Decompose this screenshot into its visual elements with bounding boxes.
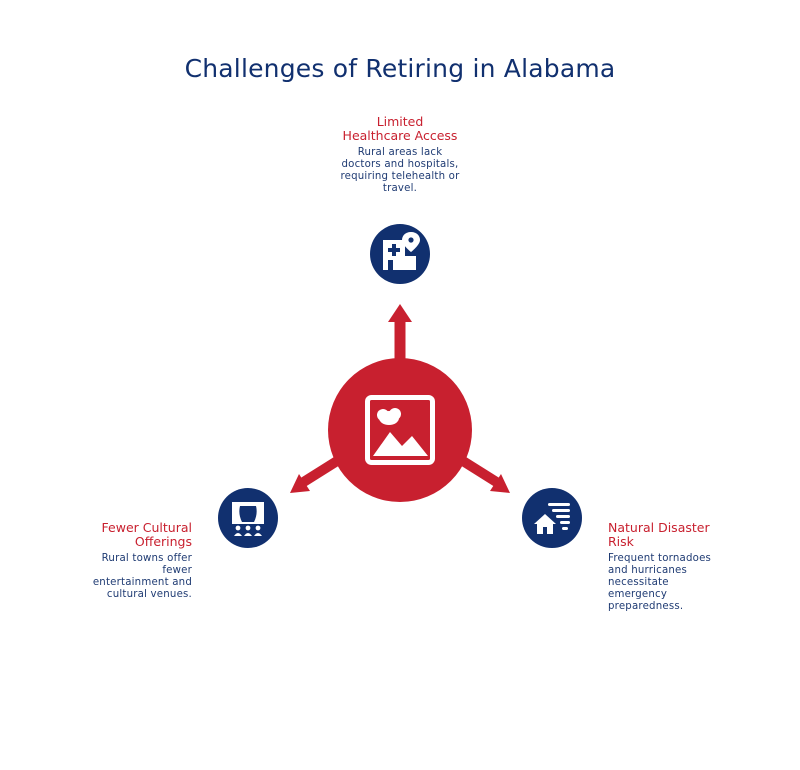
node-disaster xyxy=(522,488,582,548)
center-node xyxy=(328,358,472,502)
disaster-desc-line: emergency xyxy=(608,589,668,600)
image-placeholder-icon xyxy=(365,395,435,465)
disaster-heading: Natural Disaster Risk xyxy=(608,521,738,549)
house-wind-icon xyxy=(534,503,570,534)
healthcare-heading-line2: Healthcare Access xyxy=(342,128,458,143)
cultural-description: Rural towns offer fewer entertainment an… xyxy=(70,553,192,601)
healthcare-desc-line: travel. xyxy=(382,183,418,194)
cultural-desc-line: cultural venues. xyxy=(106,589,192,600)
disaster-desc-line: preparedness. xyxy=(608,601,684,612)
hospital-location-icon xyxy=(383,232,420,270)
node-cultural xyxy=(218,488,278,548)
disaster-desc-line: necessitate xyxy=(608,577,669,588)
theater-stage-icon xyxy=(232,502,264,536)
cultural-label: Fewer Cultural Offerings Rural towns off… xyxy=(70,521,192,601)
arrow-up xyxy=(388,304,412,360)
node-healthcare xyxy=(370,224,430,284)
cultural-heading: Fewer Cultural Offerings xyxy=(70,521,192,549)
cultural-heading-line2: Offerings xyxy=(134,534,192,549)
cultural-desc-line: entertainment and xyxy=(92,577,192,588)
disaster-description: Frequent tornadoes and hurricanes necess… xyxy=(608,553,738,613)
page-title: Challenges of Retiring in Alabama xyxy=(184,54,616,83)
healthcare-label: Limited Healthcare Access Rural areas la… xyxy=(330,115,470,195)
healthcare-description: Rural areas lack doctors and hospitals, … xyxy=(330,147,470,195)
cultural-desc-line: fewer xyxy=(162,565,192,576)
healthcare-heading: Limited Healthcare Access xyxy=(330,115,470,143)
disaster-heading-line2: Risk xyxy=(608,534,634,549)
disaster-label: Natural Disaster Risk Frequent tornadoes… xyxy=(608,521,738,613)
healthcare-heading-line1: Limited xyxy=(376,114,424,129)
disaster-desc-line: Frequent tornadoes xyxy=(608,553,712,564)
cultural-heading-line1: Fewer Cultural xyxy=(101,520,192,535)
cultural-desc-line: Rural towns offer xyxy=(101,553,192,564)
healthcare-desc-line: Rural areas lack xyxy=(357,147,443,158)
disaster-desc-line: and hurricanes xyxy=(608,565,688,576)
disaster-heading-line1: Natural Disaster xyxy=(608,520,710,535)
healthcare-desc-line: doctors and hospitals, xyxy=(341,159,459,170)
healthcare-desc-line: requiring telehealth or xyxy=(340,171,460,182)
